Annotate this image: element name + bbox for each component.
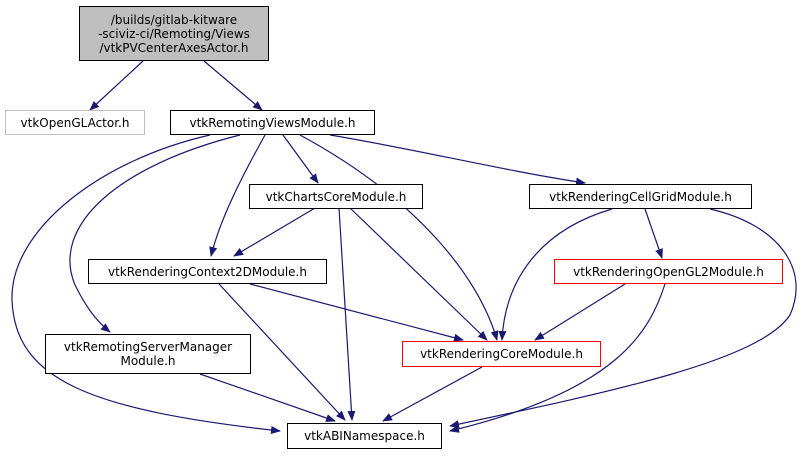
edge-context2d-abi bbox=[218, 283, 346, 421]
edge-views-servermanager bbox=[69, 134, 241, 333]
node-vtkRenderingCoreModule[interactable]: vtkRenderingCoreModule.h bbox=[402, 341, 601, 367]
edge-context2d-renderingcore bbox=[249, 283, 464, 342]
edge-root-remotingviews bbox=[203, 60, 263, 111]
node-vtkRenderingCellGridModule[interactable]: vtkRenderingCellGridModule.h bbox=[529, 184, 752, 209]
edge-opengl2-abi bbox=[449, 283, 666, 433]
edge-views-renderingcore bbox=[299, 134, 499, 341]
edge-root-openglactor bbox=[89, 60, 144, 111]
edge-cellgrid-opengl2 bbox=[644, 208, 663, 259]
edge-cellgrid-abi bbox=[449, 208, 797, 429]
edge-cellgrid-renderingcore bbox=[498, 208, 613, 341]
node-vtkPVCenterAxesActor[interactable]: /builds/gitlab-kitware -sciviz-ci/Remoti… bbox=[79, 6, 269, 61]
node-vtkRemotingViewsModule[interactable]: vtkRemotingViewsModule.h bbox=[170, 110, 375, 135]
edge-charts-renderingcore bbox=[349, 207, 488, 341]
edge-renderingcore-abi bbox=[382, 366, 483, 422]
edge-views-context2d bbox=[209, 134, 266, 257]
node-vtkChartsCoreModule[interactable]: vtkChartsCoreModule.h bbox=[249, 184, 423, 209]
edge-views-chartscore bbox=[282, 134, 319, 184]
edge-charts-context2d bbox=[233, 207, 316, 257]
edge-opengl2-renderingcore bbox=[534, 283, 626, 341]
edge-views-abi bbox=[11, 134, 281, 434]
node-vtkRenderingOpenGL2Module[interactable]: vtkRenderingOpenGL2Module.h bbox=[554, 259, 783, 284]
node-vtkRenderingContext2DModule[interactable]: vtkRenderingContext2DModule.h bbox=[88, 259, 327, 284]
node-vtkOpenGLActor[interactable]: vtkOpenGLActor.h bbox=[5, 110, 145, 135]
edge-charts-abi bbox=[338, 207, 356, 421]
edge-views-cellgrid bbox=[329, 134, 586, 186]
node-vtkABINamespace[interactable]: vtkABINamespace.h bbox=[287, 423, 442, 449]
edge-servermanager-abi bbox=[199, 373, 336, 422]
node-vtkRemotingServerManagerModule[interactable]: vtkRemotingServerManager Module.h bbox=[45, 334, 251, 374]
